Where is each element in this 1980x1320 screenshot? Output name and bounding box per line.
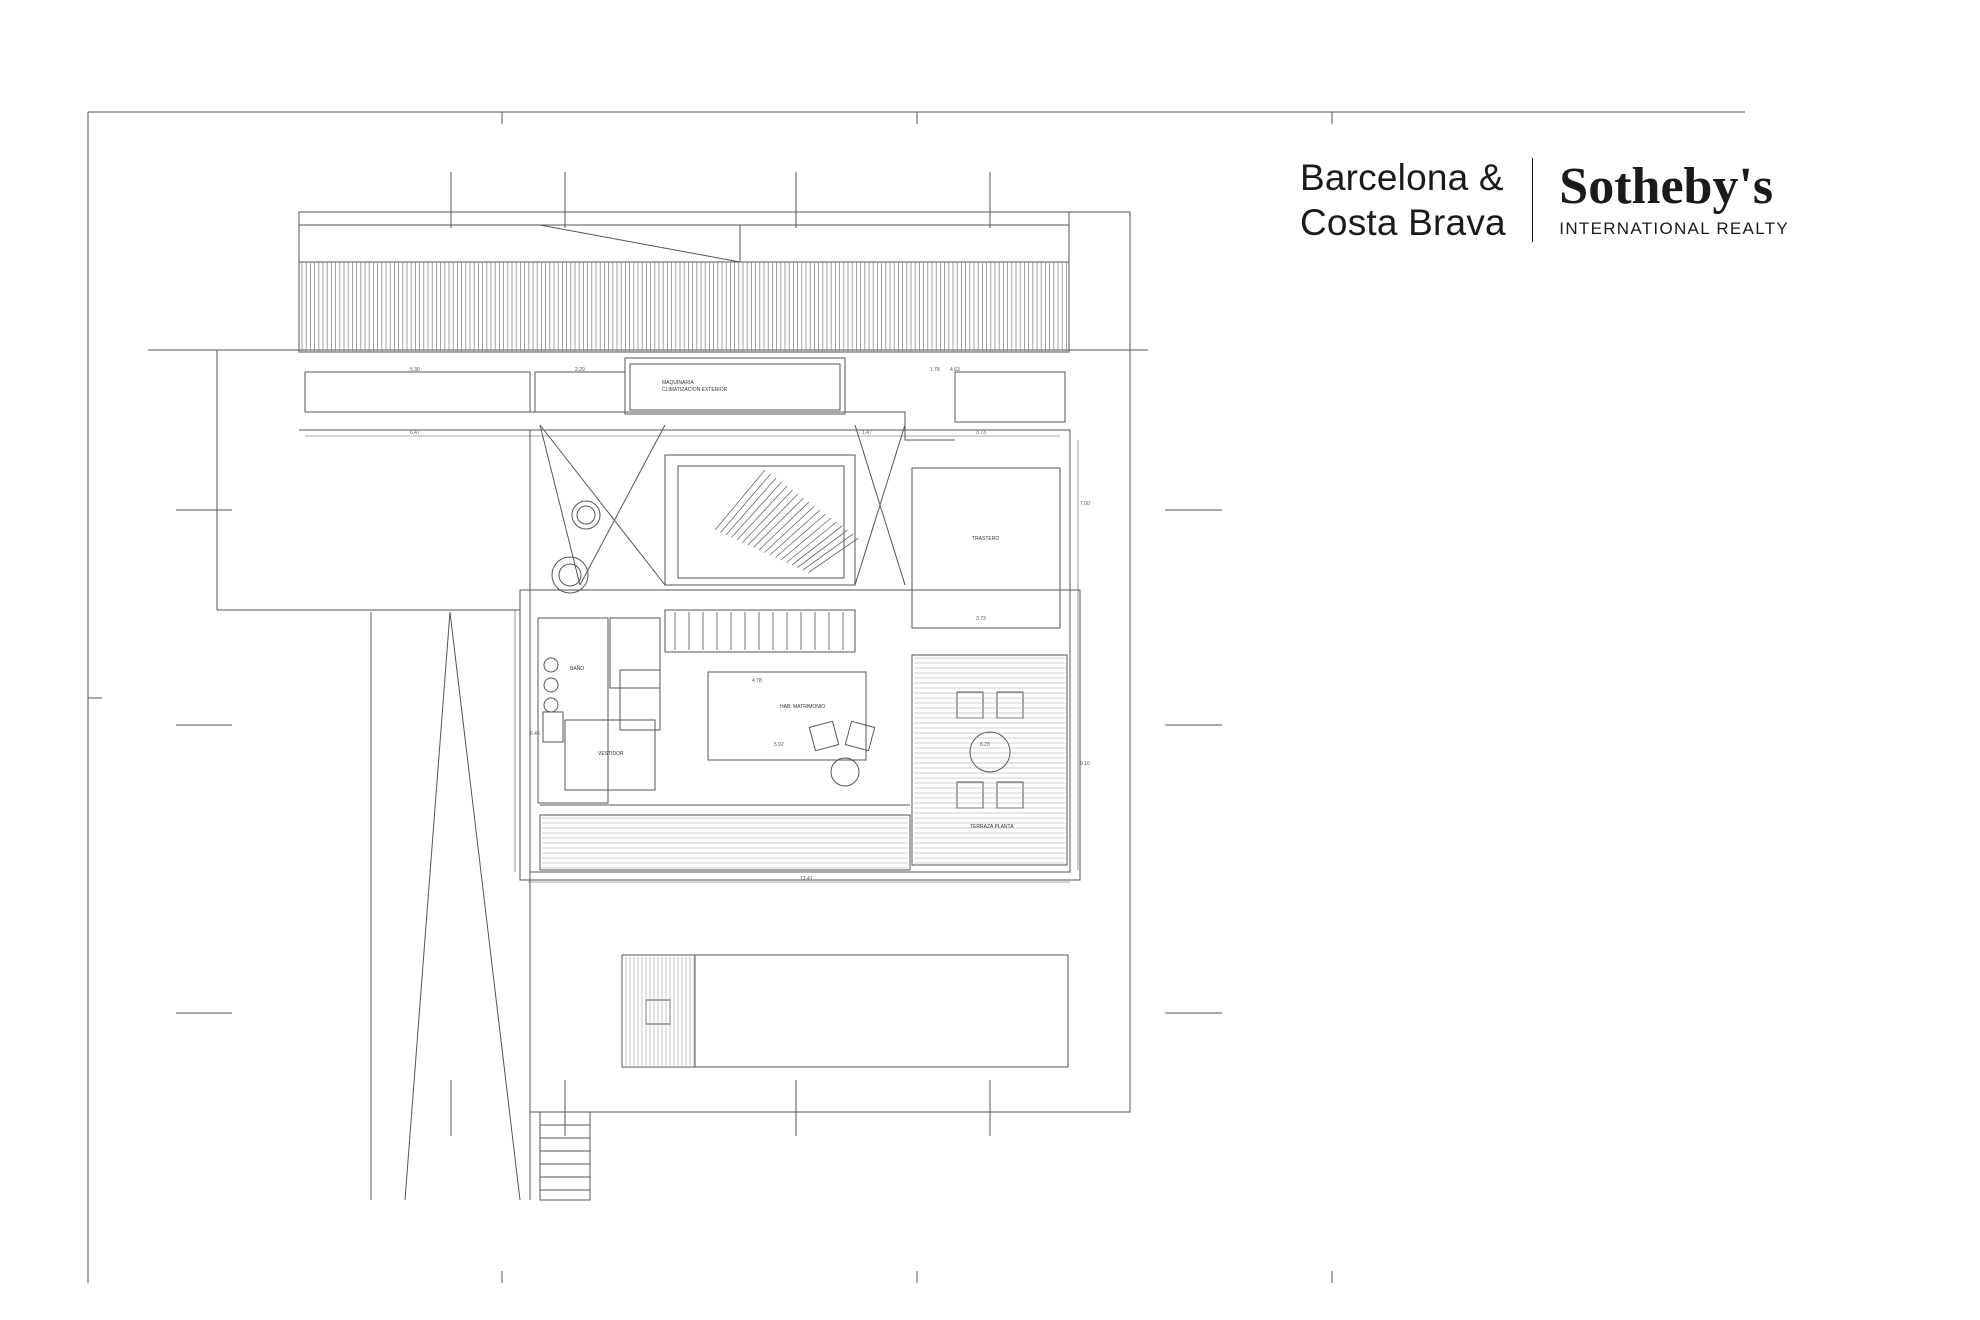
brand-wordmark: Sotheby's INTERNATIONAL REALTY bbox=[1559, 161, 1789, 239]
label-maquinaria-sub: CLIMATIZACION EXTERIOR bbox=[662, 387, 728, 393]
roof-hatch bbox=[301, 262, 1067, 352]
room-maquinaria bbox=[624, 357, 846, 415]
skylight-hatch bbox=[714, 469, 859, 573]
dim-1: 5.30 bbox=[410, 367, 420, 373]
room-terraza bbox=[911, 654, 1068, 866]
deck-hatch bbox=[542, 817, 908, 869]
terrace-hatch bbox=[914, 657, 1065, 864]
brand-location: Barcelona & Costa Brava bbox=[1300, 155, 1506, 245]
label-maquinaria: MAQUINARIA bbox=[662, 380, 694, 386]
dim-9: 4.78 bbox=[752, 678, 762, 684]
dim-11: 6.23 bbox=[980, 742, 990, 748]
brand-line-2: Costa Brava bbox=[1300, 202, 1506, 243]
dim-3: 1.78 bbox=[930, 367, 940, 373]
label-terraza: TERRAZA PLANTA bbox=[970, 824, 1014, 830]
round-table-2 bbox=[551, 556, 589, 594]
dim-8: 7.00 bbox=[1080, 501, 1090, 507]
deck-south bbox=[539, 814, 911, 871]
label-bano: BAÑO bbox=[570, 665, 584, 672]
main-building bbox=[529, 429, 1071, 873]
dim-14: 3.73 bbox=[976, 616, 986, 622]
brand-logo: Barcelona & Costa Brava Sotheby's INTERN… bbox=[1300, 152, 1789, 248]
room-bano bbox=[537, 617, 609, 804]
room-hab-matrimonio bbox=[707, 671, 867, 761]
dim-4: 4.63 bbox=[950, 367, 960, 373]
dim-5: 6.47 bbox=[410, 430, 420, 436]
pool-hatch bbox=[625, 957, 695, 1065]
dim-13: 9.10 bbox=[1080, 761, 1090, 767]
brand-subtitle: INTERNATIONAL REALTY bbox=[1559, 219, 1790, 238]
room-trastero bbox=[911, 467, 1061, 629]
dim-12: 13.41 bbox=[800, 876, 813, 882]
pool bbox=[621, 954, 1069, 1068]
dim-6: 1.47 bbox=[862, 430, 872, 436]
label-trastero: TRASTERO bbox=[972, 536, 999, 542]
patio-skylight bbox=[664, 454, 856, 586]
roof-pergola bbox=[298, 211, 1070, 263]
brand-name: Sotheby's bbox=[1559, 158, 1774, 215]
brand-divider bbox=[1531, 158, 1534, 242]
dim-2: 2.20 bbox=[575, 367, 585, 373]
stairs bbox=[664, 609, 856, 653]
label-vestidor: VESTIDOR bbox=[598, 751, 624, 757]
label-hab: HAB. MATRIMONIO bbox=[780, 704, 825, 710]
dim-10: 5.92 bbox=[774, 742, 784, 748]
round-table-1 bbox=[571, 500, 601, 530]
dim-7: 3.73 bbox=[976, 430, 986, 436]
terrace-table bbox=[969, 731, 1011, 773]
grid-markers bbox=[176, 172, 1222, 1136]
dim-15: 6.45 bbox=[530, 731, 540, 737]
brand-line-1: Barcelona & bbox=[1300, 157, 1504, 198]
